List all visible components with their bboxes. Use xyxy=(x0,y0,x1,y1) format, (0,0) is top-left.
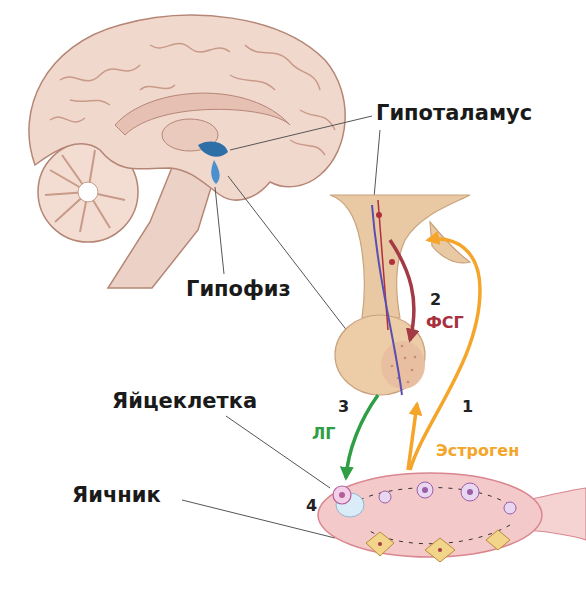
ovary xyxy=(318,473,586,562)
callout-number: 1 xyxy=(462,398,473,416)
part-label: Яичник xyxy=(72,484,161,507)
part-label: Гипофиз xyxy=(186,278,291,301)
callout-number: 3 xyxy=(338,398,349,416)
callout-number: 2 xyxy=(430,291,441,309)
hormone-label: Эстроген xyxy=(436,442,519,460)
part-label: Яйцеклетка xyxy=(112,390,257,413)
brain xyxy=(29,15,345,288)
hormone-label: ЛГ xyxy=(312,425,335,443)
part-label: Гипоталамус xyxy=(376,102,532,125)
hormone-label: ФСГ xyxy=(426,314,464,332)
callout-number: 4 xyxy=(306,497,317,515)
pituitary-zoom xyxy=(330,195,470,395)
